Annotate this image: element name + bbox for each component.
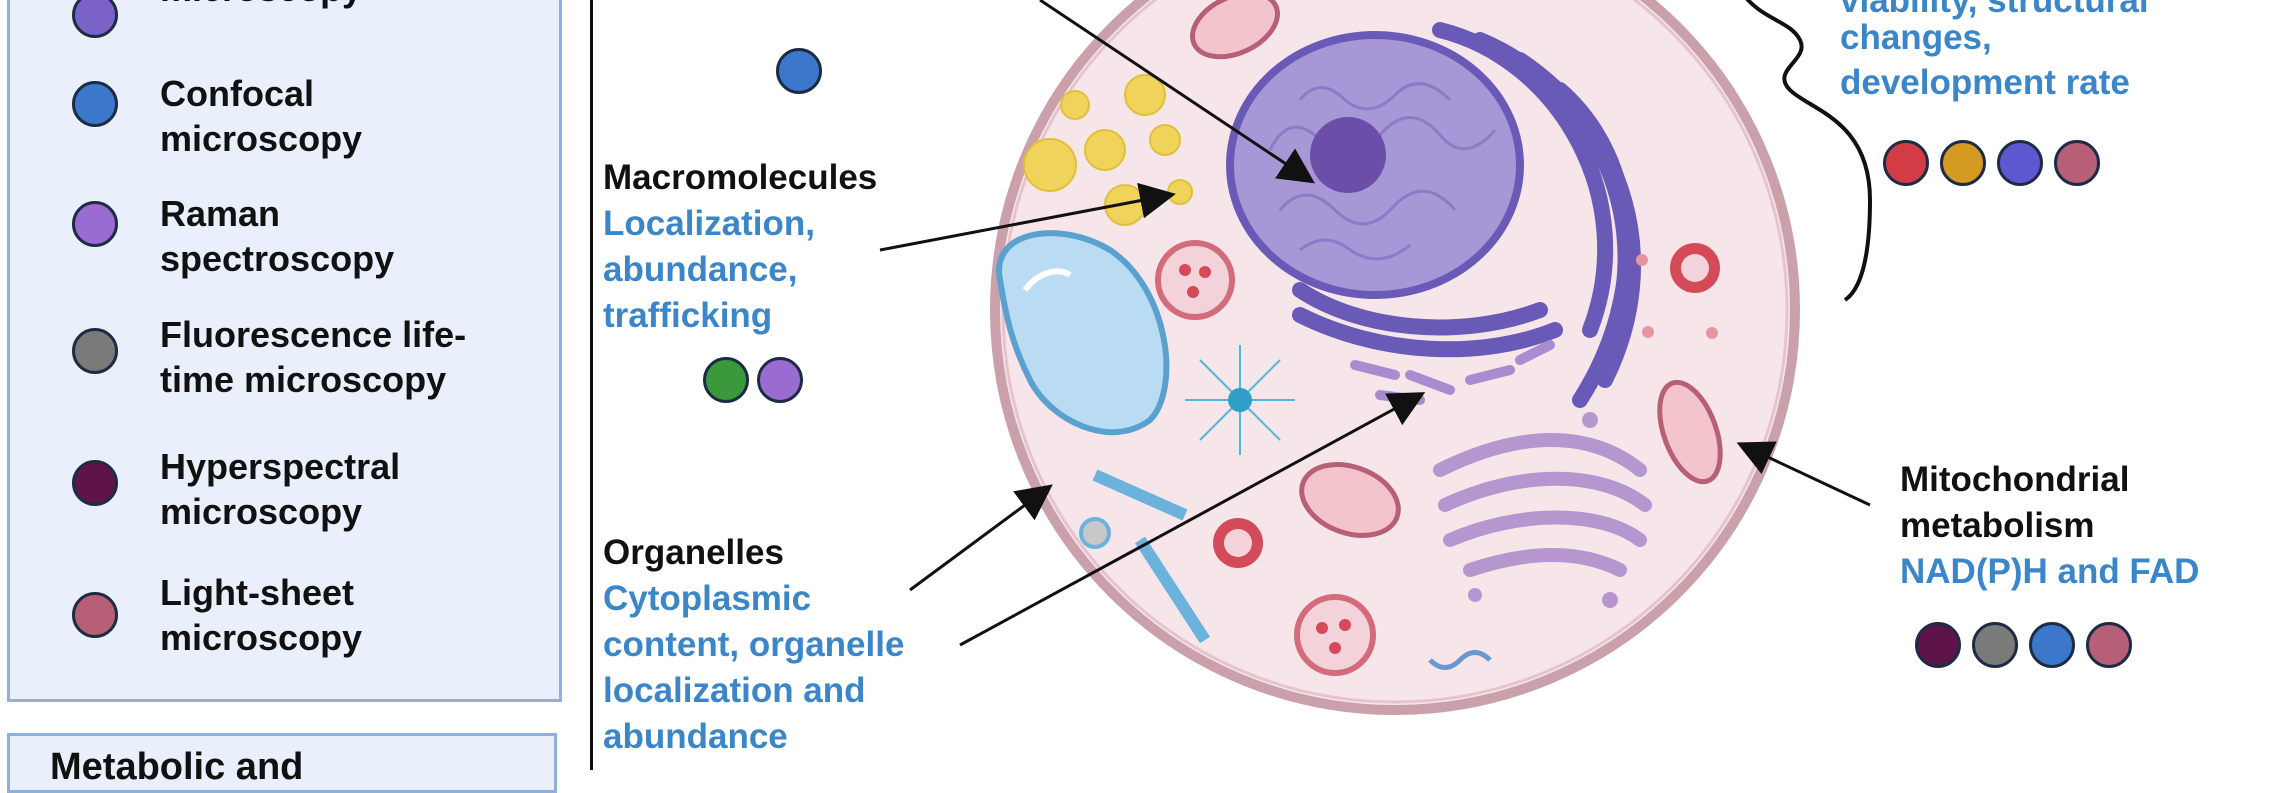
legend-label: Hyperspectral microscopy [160, 444, 560, 534]
organelles-line1: Cytoplasmic [603, 579, 812, 618]
legend-dot [72, 0, 118, 38]
legend-label: microscopy [160, 0, 560, 11]
legend-label-line2: microscopy [160, 0, 560, 11]
legend-item-flim: Fluorescence life- time microscopy [10, 314, 565, 428]
legend-label-line2: time microscopy [160, 359, 447, 400]
legend-label-line2: microscopy [160, 118, 363, 159]
lipid-droplets [1023, 74, 1193, 226]
legend-label-line2: microscopy [160, 617, 363, 658]
dot-light-sheet-2 [2086, 622, 2132, 668]
cytoskeleton [1092, 469, 1211, 644]
dot-hyperspectral [1915, 622, 1961, 668]
legend-label-line1: Light-sheet [160, 572, 354, 613]
dot-red [1883, 140, 1929, 186]
legend-panel: microscopy Confocal microscopy Raman spe… [7, 0, 562, 702]
dot-flim [1972, 622, 2018, 668]
organelles-line4: abundance [603, 717, 788, 756]
viability-line2: changes, [1840, 18, 1992, 57]
annotation-arrows [879, 0, 1871, 647]
small-granule [1079, 517, 1111, 549]
macromolecules-line3: trafficking [603, 296, 773, 335]
dot-light-sheet [2054, 140, 2100, 186]
nucleolus [1310, 117, 1386, 193]
legend-item-confocal: Confocal microscopy [10, 73, 565, 181]
legend-label-line1: Hyperspectral [160, 446, 401, 487]
vacuole [996, 230, 1170, 436]
legend-label: Light-sheet microscopy [160, 570, 560, 660]
dot-confocal-2 [2029, 622, 2075, 668]
legend-dot-raman [72, 201, 118, 247]
legend-item-hyperspectral: Hyperspectral microscopy [10, 446, 565, 560]
legend-dot-confocal [72, 81, 118, 127]
legend-label-line1: Fluorescence life- [160, 314, 467, 355]
vesicles [1213, 243, 1720, 568]
legend-item-light-sheet: Light-sheet microscopy [10, 572, 565, 692]
legend-label-line1: Confocal [160, 73, 315, 114]
lysosomes [1155, 240, 1376, 676]
viability-line3: development rate [1840, 63, 2130, 102]
endoplasmic-reticulum [1292, 22, 1641, 408]
viability-line1: viability, structural [1840, 0, 2149, 20]
organelles-title: Organelles [603, 533, 784, 572]
organelles-line2: content, organelle [603, 625, 905, 664]
organelles-line3: localization and [603, 671, 866, 710]
legend-dot-light-sheet [72, 592, 118, 638]
macromolecules-line1: Localization, [603, 204, 815, 243]
macromolecules-title: Macromolecules [603, 158, 878, 197]
mitochondria [1190, 0, 1723, 538]
brace [1745, 0, 1873, 302]
legend-label: Raman spectroscopy [160, 191, 560, 281]
mitochondrial-line1: NAD(P)H and FAD [1900, 552, 2200, 591]
legend-dot-flim [72, 328, 118, 374]
diagram-frame [590, 0, 2272, 770]
legend-item-1: microscopy [10, 0, 565, 68]
dot-violet [1997, 140, 2043, 186]
dot-gold [1940, 140, 1986, 186]
legend-label: Fluorescence life- time microscopy [160, 312, 560, 402]
legend-label-line1: Raman [160, 193, 281, 234]
legend-label-line2: microscopy [160, 491, 363, 532]
dot-raman [757, 357, 803, 403]
golgi-vesicles [1468, 412, 1618, 608]
mrna-strand [1428, 650, 1492, 670]
cell-diagram [879, 0, 1873, 715]
legend-item-raman: Raman spectroscopy [10, 193, 565, 301]
legend-dot-hyperspectral [72, 460, 118, 506]
mitochondrial-title1: Mitochondrial [1900, 460, 2130, 499]
dot-confocal [776, 48, 822, 94]
centrosome [1185, 345, 1295, 455]
golgi-apparatus [1433, 433, 1652, 577]
macromolecules-line2: abundance, [603, 250, 798, 289]
legend-label: Confocal microscopy [160, 71, 560, 161]
mitochondrial-title2: metabolism [1900, 506, 2095, 545]
dot-green [703, 357, 749, 403]
legend-label-line2: spectroscopy [160, 238, 395, 279]
